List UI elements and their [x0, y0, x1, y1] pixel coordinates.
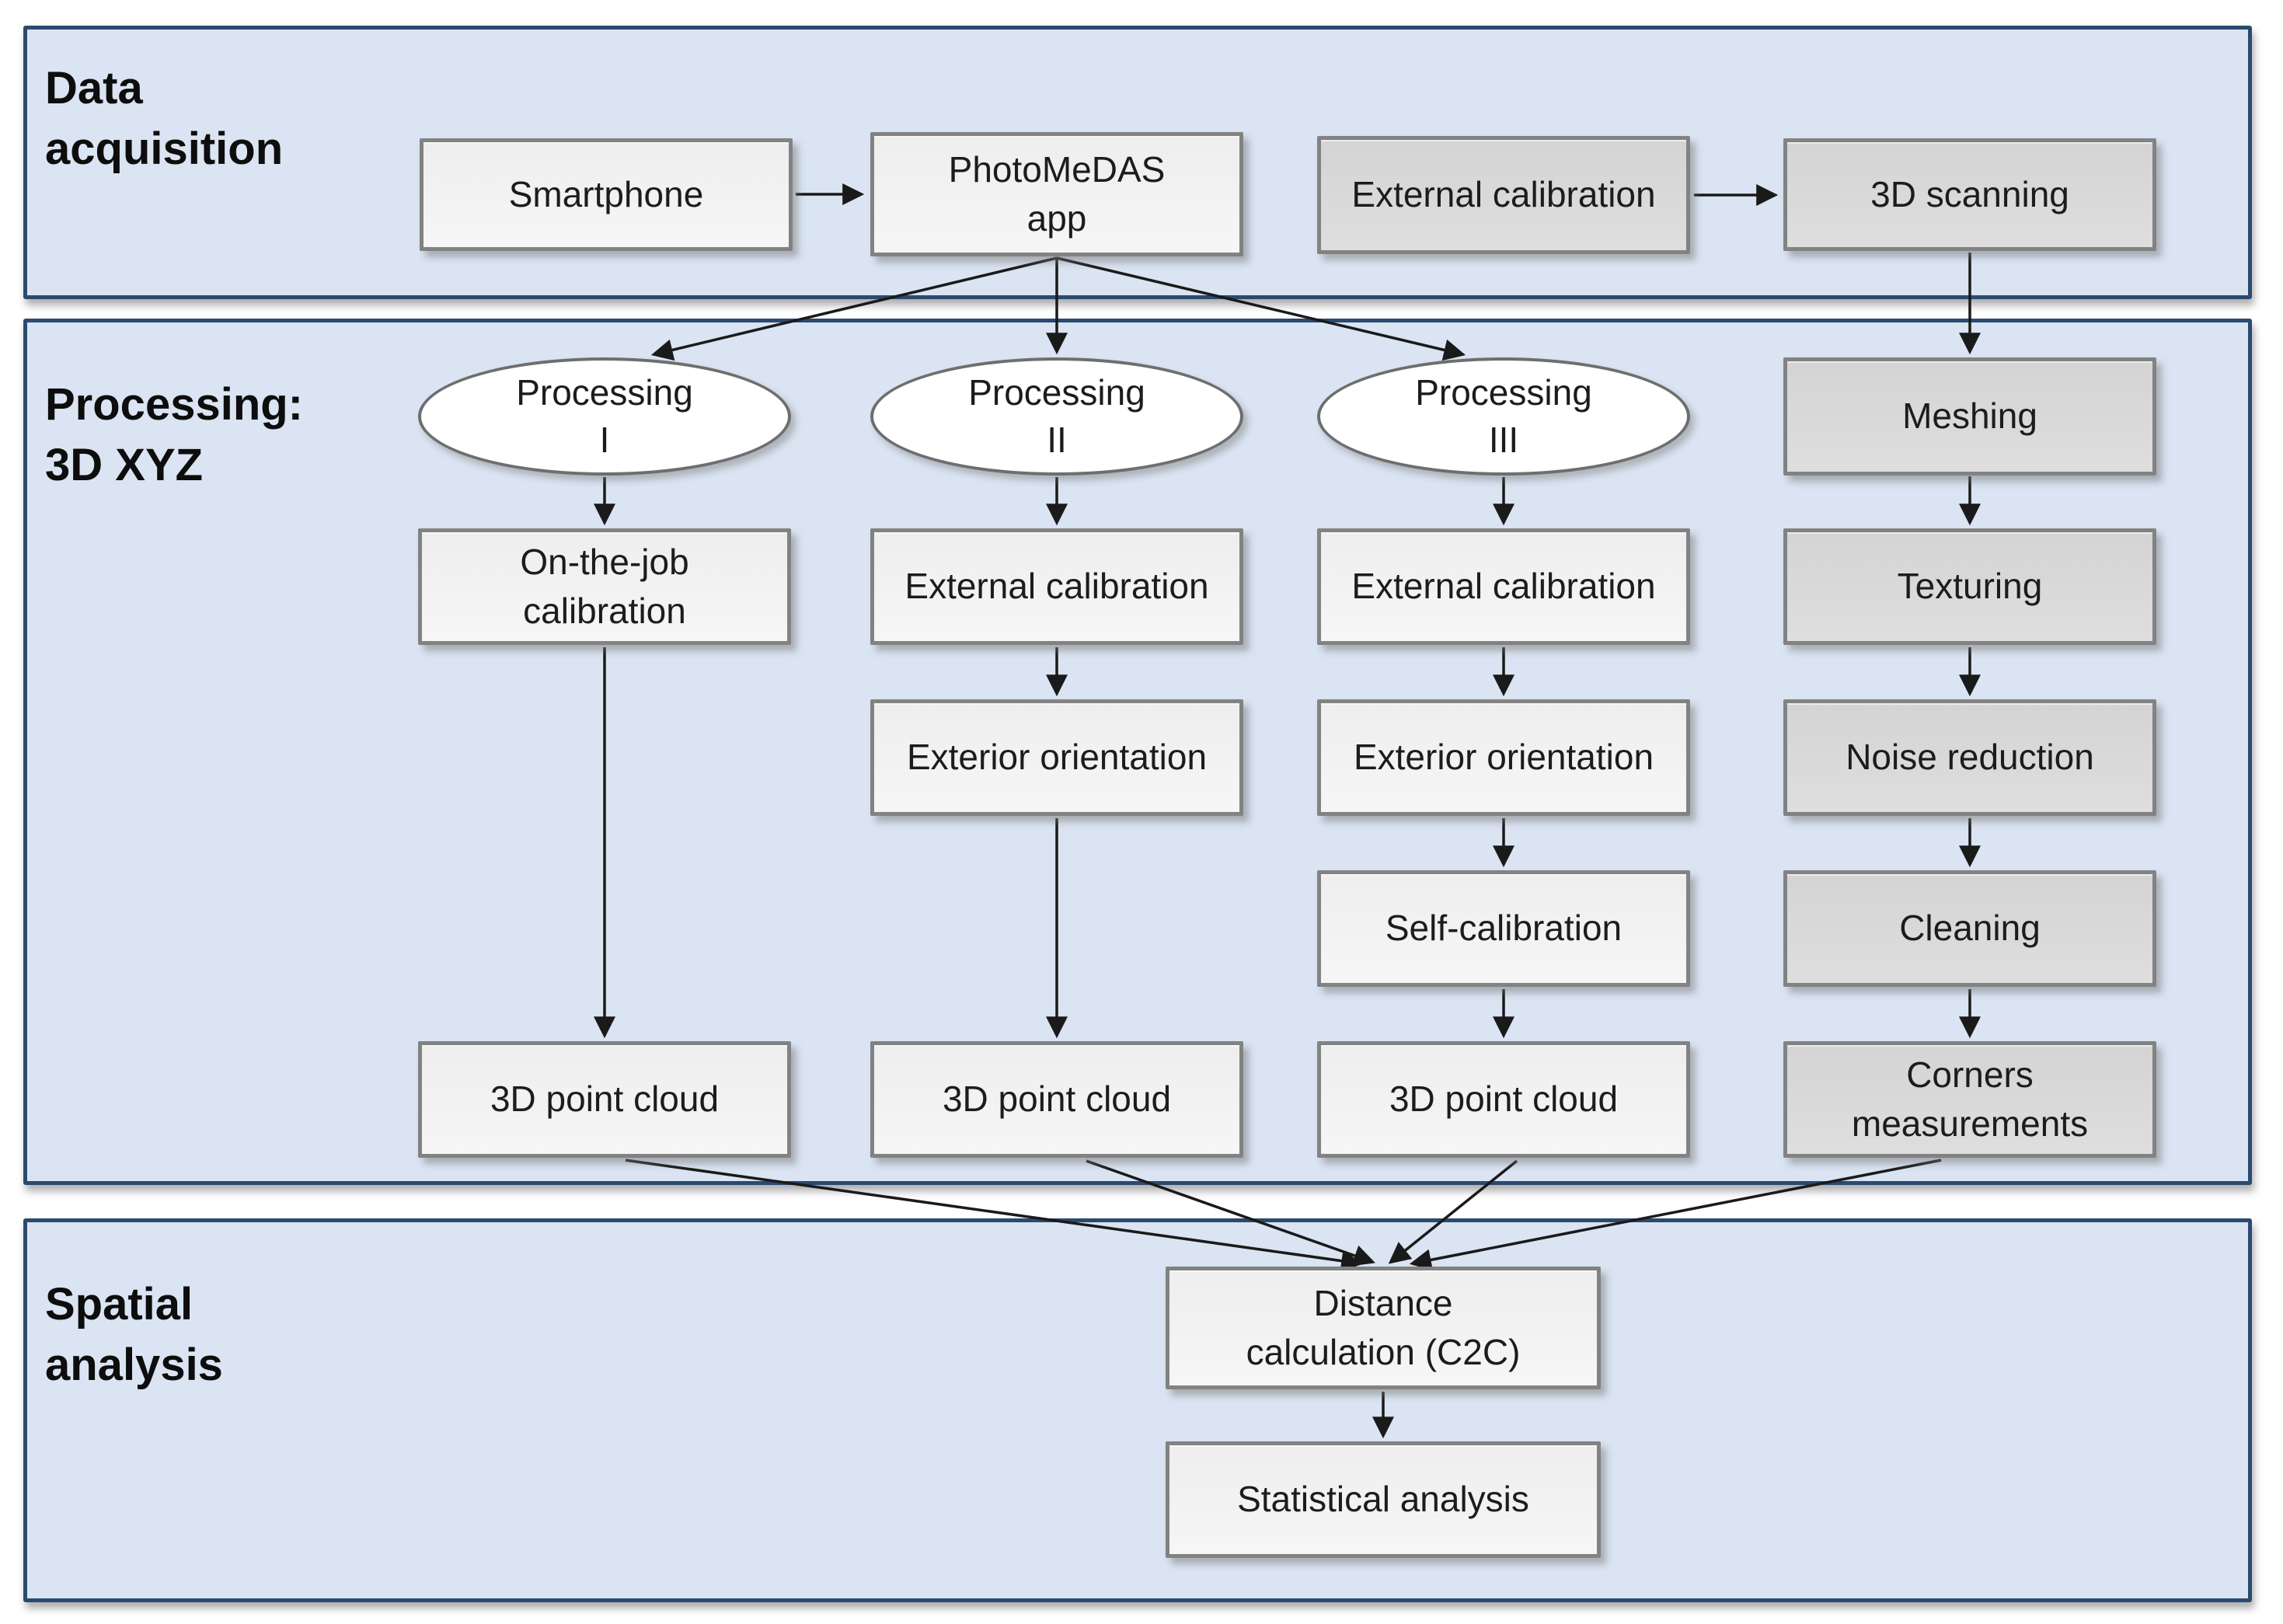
node-label-line2: app: [1026, 198, 1087, 239]
node-processing-i: Processing I: [418, 357, 791, 476]
node-label: 3D scanning: [1870, 173, 2069, 214]
node-label: Meshing: [1902, 396, 2037, 437]
arrow-pointcloud2-to-distance: [1086, 1159, 1375, 1267]
node-distance-calculation-c2c: Distance calculation (C2C): [1166, 1267, 1601, 1389]
node-processing-iii: Processing III: [1317, 357, 1690, 476]
node-statistical-analysis: Statistical analysis: [1166, 1441, 1601, 1558]
node-3d-point-cloud-iii: 3D point cloud: [1317, 1041, 1690, 1158]
arrow-corners-to-distance: [1409, 1159, 1942, 1271]
node-texturing: Texturing: [1783, 528, 2156, 645]
node-label: 3D point cloud: [1389, 1079, 1619, 1120]
section-title-data-acquisition: Data acquisition: [45, 63, 284, 175]
node-smartphone: Smartphone: [420, 138, 793, 251]
node-on-the-job-calibration: On-the-job calibration: [418, 528, 791, 645]
node-external-calibration-iii: External calibration: [1317, 528, 1690, 645]
node-label: External calibration: [904, 566, 1209, 607]
section-spatial-analysis: [23, 1218, 2252, 1602]
node-photomedas-app: PhotoMeDAS app: [870, 132, 1243, 256]
node-label: On-the-job calibration: [520, 541, 689, 631]
node-label: 3D point cloud: [942, 1079, 1172, 1120]
node-label: Cleaning: [1899, 908, 2041, 949]
node-label: External calibration: [1351, 566, 1656, 607]
node-exterior-orientation-ii: Exterior orientation: [870, 699, 1243, 816]
node-external-calibration-acquisition: External calibration: [1317, 136, 1690, 254]
node-label: Exterior orientation: [906, 737, 1208, 778]
node-processing-ii: Processing II: [870, 357, 1243, 476]
node-cleaning: Cleaning: [1783, 870, 2156, 987]
node-3d-point-cloud-i: 3D point cloud: [418, 1041, 791, 1158]
node-self-calibration: Self-calibration: [1317, 870, 1690, 987]
ellipse-label-line1: Processing: [968, 372, 1145, 413]
node-3d-scanning: 3D scanning: [1783, 138, 2156, 251]
ellipse-label-line1: Processing: [516, 372, 693, 413]
node-label-line1: Distance: [1313, 1282, 1453, 1323]
node-label: 3D point cloud: [490, 1079, 720, 1120]
node-external-calibration-ii: External calibration: [870, 528, 1243, 645]
arrow-photomedas-to-processing1: [650, 256, 1058, 361]
arrow-pointcloud3-to-distance: [1388, 1159, 1518, 1264]
node-label: Statistical analysis: [1237, 1479, 1529, 1520]
node-3d-point-cloud-ii: 3D point cloud: [870, 1041, 1243, 1158]
node-label: Texturing: [1897, 566, 2043, 607]
section-title-spatial-analysis: Spatial analysis: [45, 1279, 223, 1391]
ellipse-label-line2: I: [599, 420, 610, 460]
arrow-photomedas-to-processing3: [1056, 256, 1466, 361]
node-noise-reduction: Noise reduction: [1783, 699, 2156, 816]
node-exterior-orientation-iii: Exterior orientation: [1317, 699, 1690, 816]
ellipse-label-line1: Processing: [1415, 372, 1592, 413]
ellipse-label-line2: II: [1047, 420, 1067, 460]
node-label: Smartphone: [508, 173, 704, 214]
section-title-processing: Processing: 3D XYZ: [45, 379, 303, 491]
node-corners-measurements: Corners measurements: [1783, 1041, 2156, 1158]
node-meshing: Meshing: [1783, 357, 2156, 476]
ellipse-label-line2: III: [1488, 420, 1519, 460]
node-label-line1: PhotoMeDAS: [948, 148, 1166, 190]
node-label: Noise reduction: [1846, 737, 2094, 778]
node-label-line2: calculation (C2C): [1246, 1332, 1521, 1372]
node-label: Self-calibration: [1385, 908, 1622, 949]
node-label: Corners measurements: [1851, 1054, 2089, 1144]
node-label: External calibration: [1351, 174, 1656, 215]
node-label: Exterior orientation: [1353, 737, 1654, 778]
arrow-pointcloud1-to-distance: [625, 1159, 1364, 1272]
